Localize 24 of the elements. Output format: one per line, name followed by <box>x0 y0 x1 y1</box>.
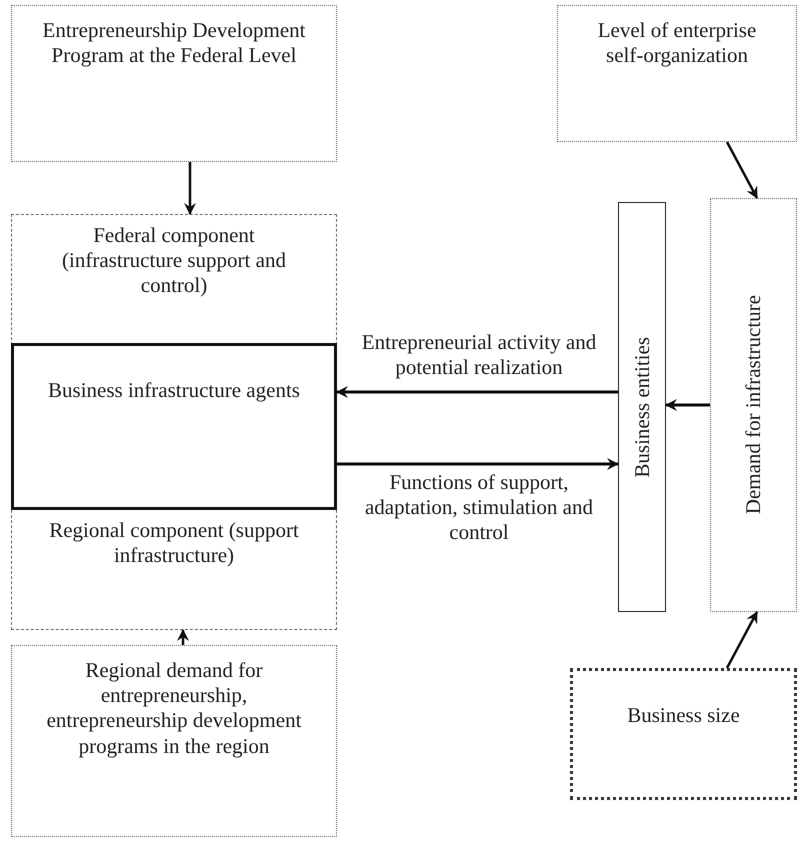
node-label: Entrepreneurship Development Program at the Federal Level <box>42 18 306 68</box>
node-label: Business size <box>626 703 741 728</box>
node-label: Regional demand for entrepreneurship, entrepreneurship development programs in the region <box>46 658 302 759</box>
arrow <box>337 458 619 470</box>
program-box <box>11 5 337 162</box>
arrow <box>726 141 758 199</box>
demand-box <box>710 198 797 612</box>
agents-box <box>11 343 337 510</box>
node-label: Business infrastructure agents <box>47 378 301 404</box>
arrow <box>665 399 710 411</box>
entities-box <box>618 202 666 612</box>
arrow <box>336 386 618 398</box>
arrow <box>177 629 189 645</box>
component-box <box>11 510 337 630</box>
node-label: Business entities <box>628 336 655 478</box>
demand-box <box>11 645 337 837</box>
node-label: Regional component (support infrastructure) <box>48 518 300 568</box>
process-box <box>557 5 797 142</box>
arrow <box>184 162 196 215</box>
arrow <box>726 611 758 669</box>
node-label: Demand for infrastructure <box>740 295 766 515</box>
size-box <box>570 668 797 800</box>
node-label: Level of enterprise self-organization <box>596 18 758 68</box>
node-label: Federal component (infrastructure support and control) <box>61 223 287 299</box>
